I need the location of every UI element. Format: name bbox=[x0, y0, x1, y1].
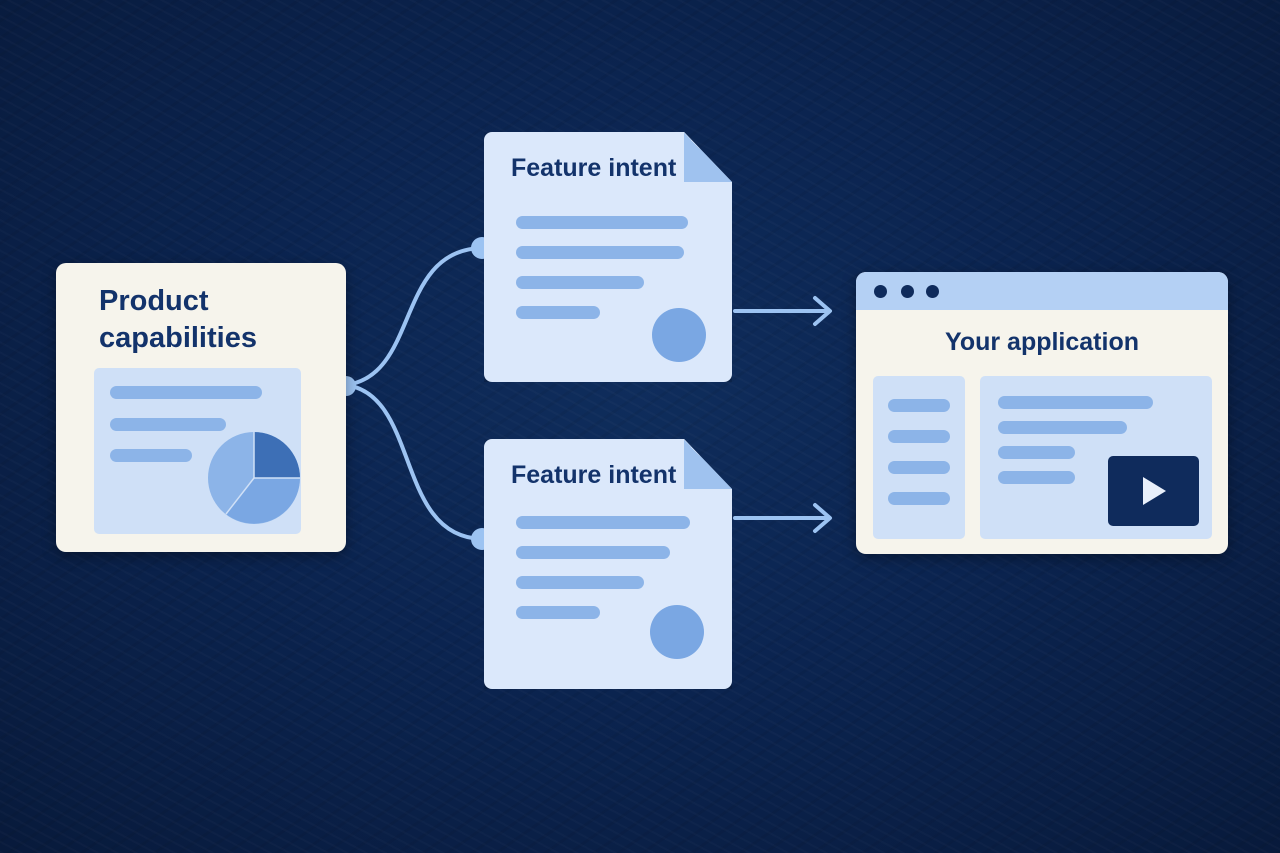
text-line bbox=[516, 576, 644, 589]
text-line bbox=[516, 606, 600, 619]
text-line bbox=[998, 421, 1127, 434]
arrow-right-icon bbox=[733, 296, 832, 326]
text-line bbox=[110, 418, 226, 431]
text-line bbox=[516, 306, 600, 319]
title-line-2: capabilities bbox=[99, 322, 257, 354]
text-line bbox=[516, 216, 688, 229]
application-sidebar bbox=[873, 376, 965, 539]
window-titlebar bbox=[856, 272, 1228, 310]
window-dot-icon[interactable] bbox=[874, 285, 887, 298]
feature-intent-document-top: Feature intent bbox=[484, 132, 732, 382]
feature-intent-title: Feature intent bbox=[511, 461, 677, 489]
pie-chart-icon bbox=[208, 432, 300, 524]
feature-intent-document-bottom: Feature intent bbox=[484, 439, 732, 689]
sidebar-item[interactable] bbox=[888, 399, 950, 412]
product-capabilities-title: Product capabilities bbox=[99, 283, 329, 357]
text-line bbox=[998, 396, 1153, 409]
window-dot-icon[interactable] bbox=[926, 285, 939, 298]
arrow-right-icon bbox=[733, 503, 832, 533]
application-title: Your application bbox=[945, 328, 1139, 356]
sidebar-item[interactable] bbox=[888, 461, 950, 474]
window-dot-icon[interactable] bbox=[901, 285, 914, 298]
text-line bbox=[516, 546, 670, 559]
connector-to-intent-top bbox=[344, 246, 484, 387]
connector-to-intent-bottom bbox=[344, 383, 484, 541]
text-line bbox=[110, 449, 192, 462]
text-line bbox=[516, 246, 684, 259]
play-icon bbox=[1143, 477, 1166, 505]
title-line-1: Product bbox=[99, 285, 209, 317]
product-capabilities-card: Product capabilities bbox=[56, 263, 346, 552]
sidebar-item[interactable] bbox=[888, 430, 950, 443]
text-line bbox=[110, 386, 262, 399]
text-line bbox=[516, 516, 690, 529]
sidebar-item[interactable] bbox=[888, 492, 950, 505]
capabilities-panel bbox=[94, 368, 301, 534]
application-window: Your application bbox=[856, 272, 1228, 554]
text-line bbox=[516, 276, 644, 289]
play-button[interactable] bbox=[1108, 456, 1199, 526]
seal-icon bbox=[652, 308, 706, 362]
text-line bbox=[998, 471, 1075, 484]
seal-icon bbox=[650, 605, 704, 659]
text-line bbox=[998, 446, 1075, 459]
application-content bbox=[980, 376, 1212, 539]
feature-intent-title: Feature intent bbox=[511, 154, 677, 182]
